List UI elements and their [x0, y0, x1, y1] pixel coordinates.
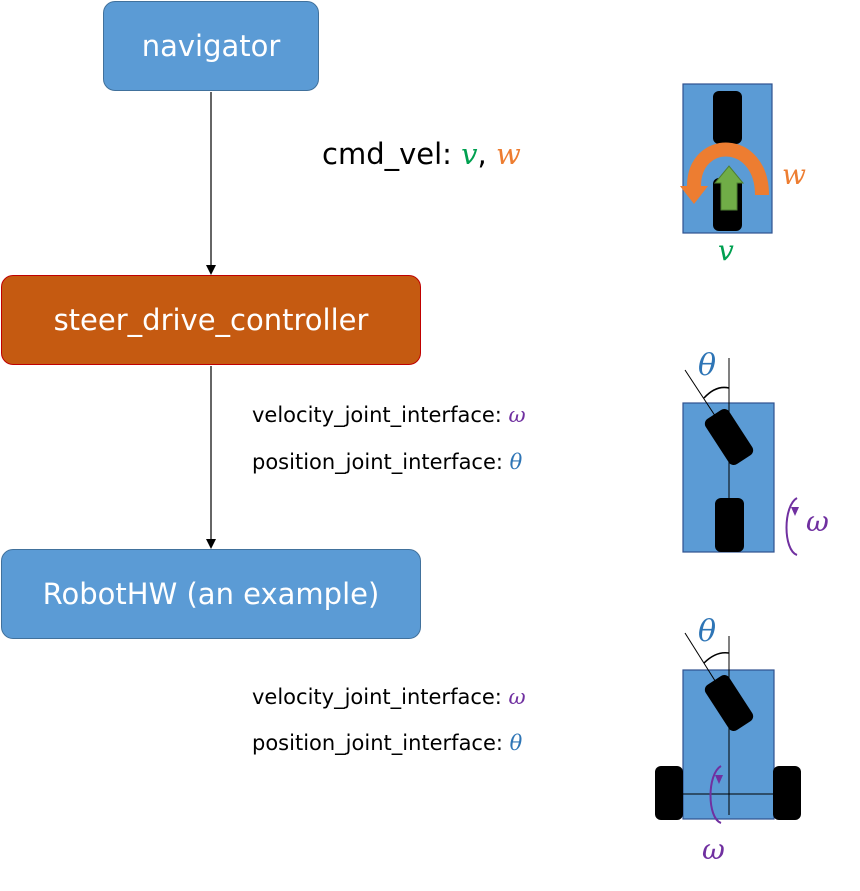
robot-middle-diagram	[682, 358, 799, 556]
forward-arrow-v	[713, 165, 745, 211]
robot-middle-theta-arc	[703, 386, 730, 399]
robot-middle-omega-arrow	[785, 497, 798, 556]
robot-bottom-theta-label: θ	[698, 614, 717, 649]
velocity-1-omega: ω	[508, 403, 526, 427]
position-1-text: position_joint_interface:	[252, 450, 510, 474]
robot-bottom-left-wheel	[655, 766, 683, 820]
robot-middle-rear-wheel	[715, 498, 744, 552]
robot-top-diagram	[680, 83, 773, 234]
rotation-arrow-w	[687, 142, 769, 196]
robot-top-w-label: w	[782, 158, 806, 191]
cmd-vel-w: w	[495, 137, 521, 171]
node-robothw: RobotHW (an example)	[1, 549, 421, 639]
edge-label-position-2: position_joint_interface: θ	[252, 731, 522, 755]
node-robothw-label: RobotHW (an example)	[42, 577, 380, 611]
robot-bottom-omega-label: ω	[702, 833, 725, 866]
robot-middle-omega-arrowhead	[791, 507, 799, 516]
robot-bottom-diagram	[655, 632, 801, 824]
robot-top-wheel-front	[713, 91, 742, 144]
edge-label-velocity-2: velocity_joint_interface: ω	[252, 685, 526, 709]
position-1-theta: θ	[509, 450, 523, 474]
cmd-vel-v: v	[461, 137, 478, 171]
edge-label-position-1: position_joint_interface: θ	[252, 450, 522, 474]
node-navigator: navigator	[103, 1, 319, 91]
velocity-2-omega: ω	[508, 685, 526, 709]
robot-middle-steer-wheel	[704, 409, 754, 465]
velocity-2-text: velocity_joint_interface:	[252, 685, 509, 709]
robot-middle-omega-label: ω	[806, 505, 829, 538]
cmd-vel-sep: ,	[477, 137, 496, 171]
robot-bottom-theta-arc	[703, 651, 730, 664]
robot-top-v-label: v	[718, 234, 734, 267]
cmd-vel-text: cmd_vel:	[322, 137, 462, 171]
robot-bottom-omega-arrowhead	[715, 775, 723, 784]
node-controller-label: steer_drive_controller	[53, 303, 369, 337]
robot-bottom-omega-arrow	[709, 765, 722, 824]
node-navigator-label: navigator	[141, 29, 281, 63]
robot-bottom-right-wheel	[773, 766, 801, 820]
robot-middle-theta-label: θ	[698, 348, 717, 383]
position-2-theta: θ	[509, 731, 523, 755]
position-2-text: position_joint_interface:	[252, 731, 510, 755]
edge-label-velocity-1: velocity_joint_interface: ω	[252, 403, 526, 427]
edge-label-cmd-vel: cmd_vel: v, w	[322, 137, 521, 171]
velocity-1-text: velocity_joint_interface:	[252, 403, 509, 427]
node-steer-drive-controller: steer_drive_controller	[1, 275, 421, 365]
rotation-arrowhead-w	[680, 186, 708, 204]
robot-bottom-steer-wheel	[704, 675, 754, 731]
